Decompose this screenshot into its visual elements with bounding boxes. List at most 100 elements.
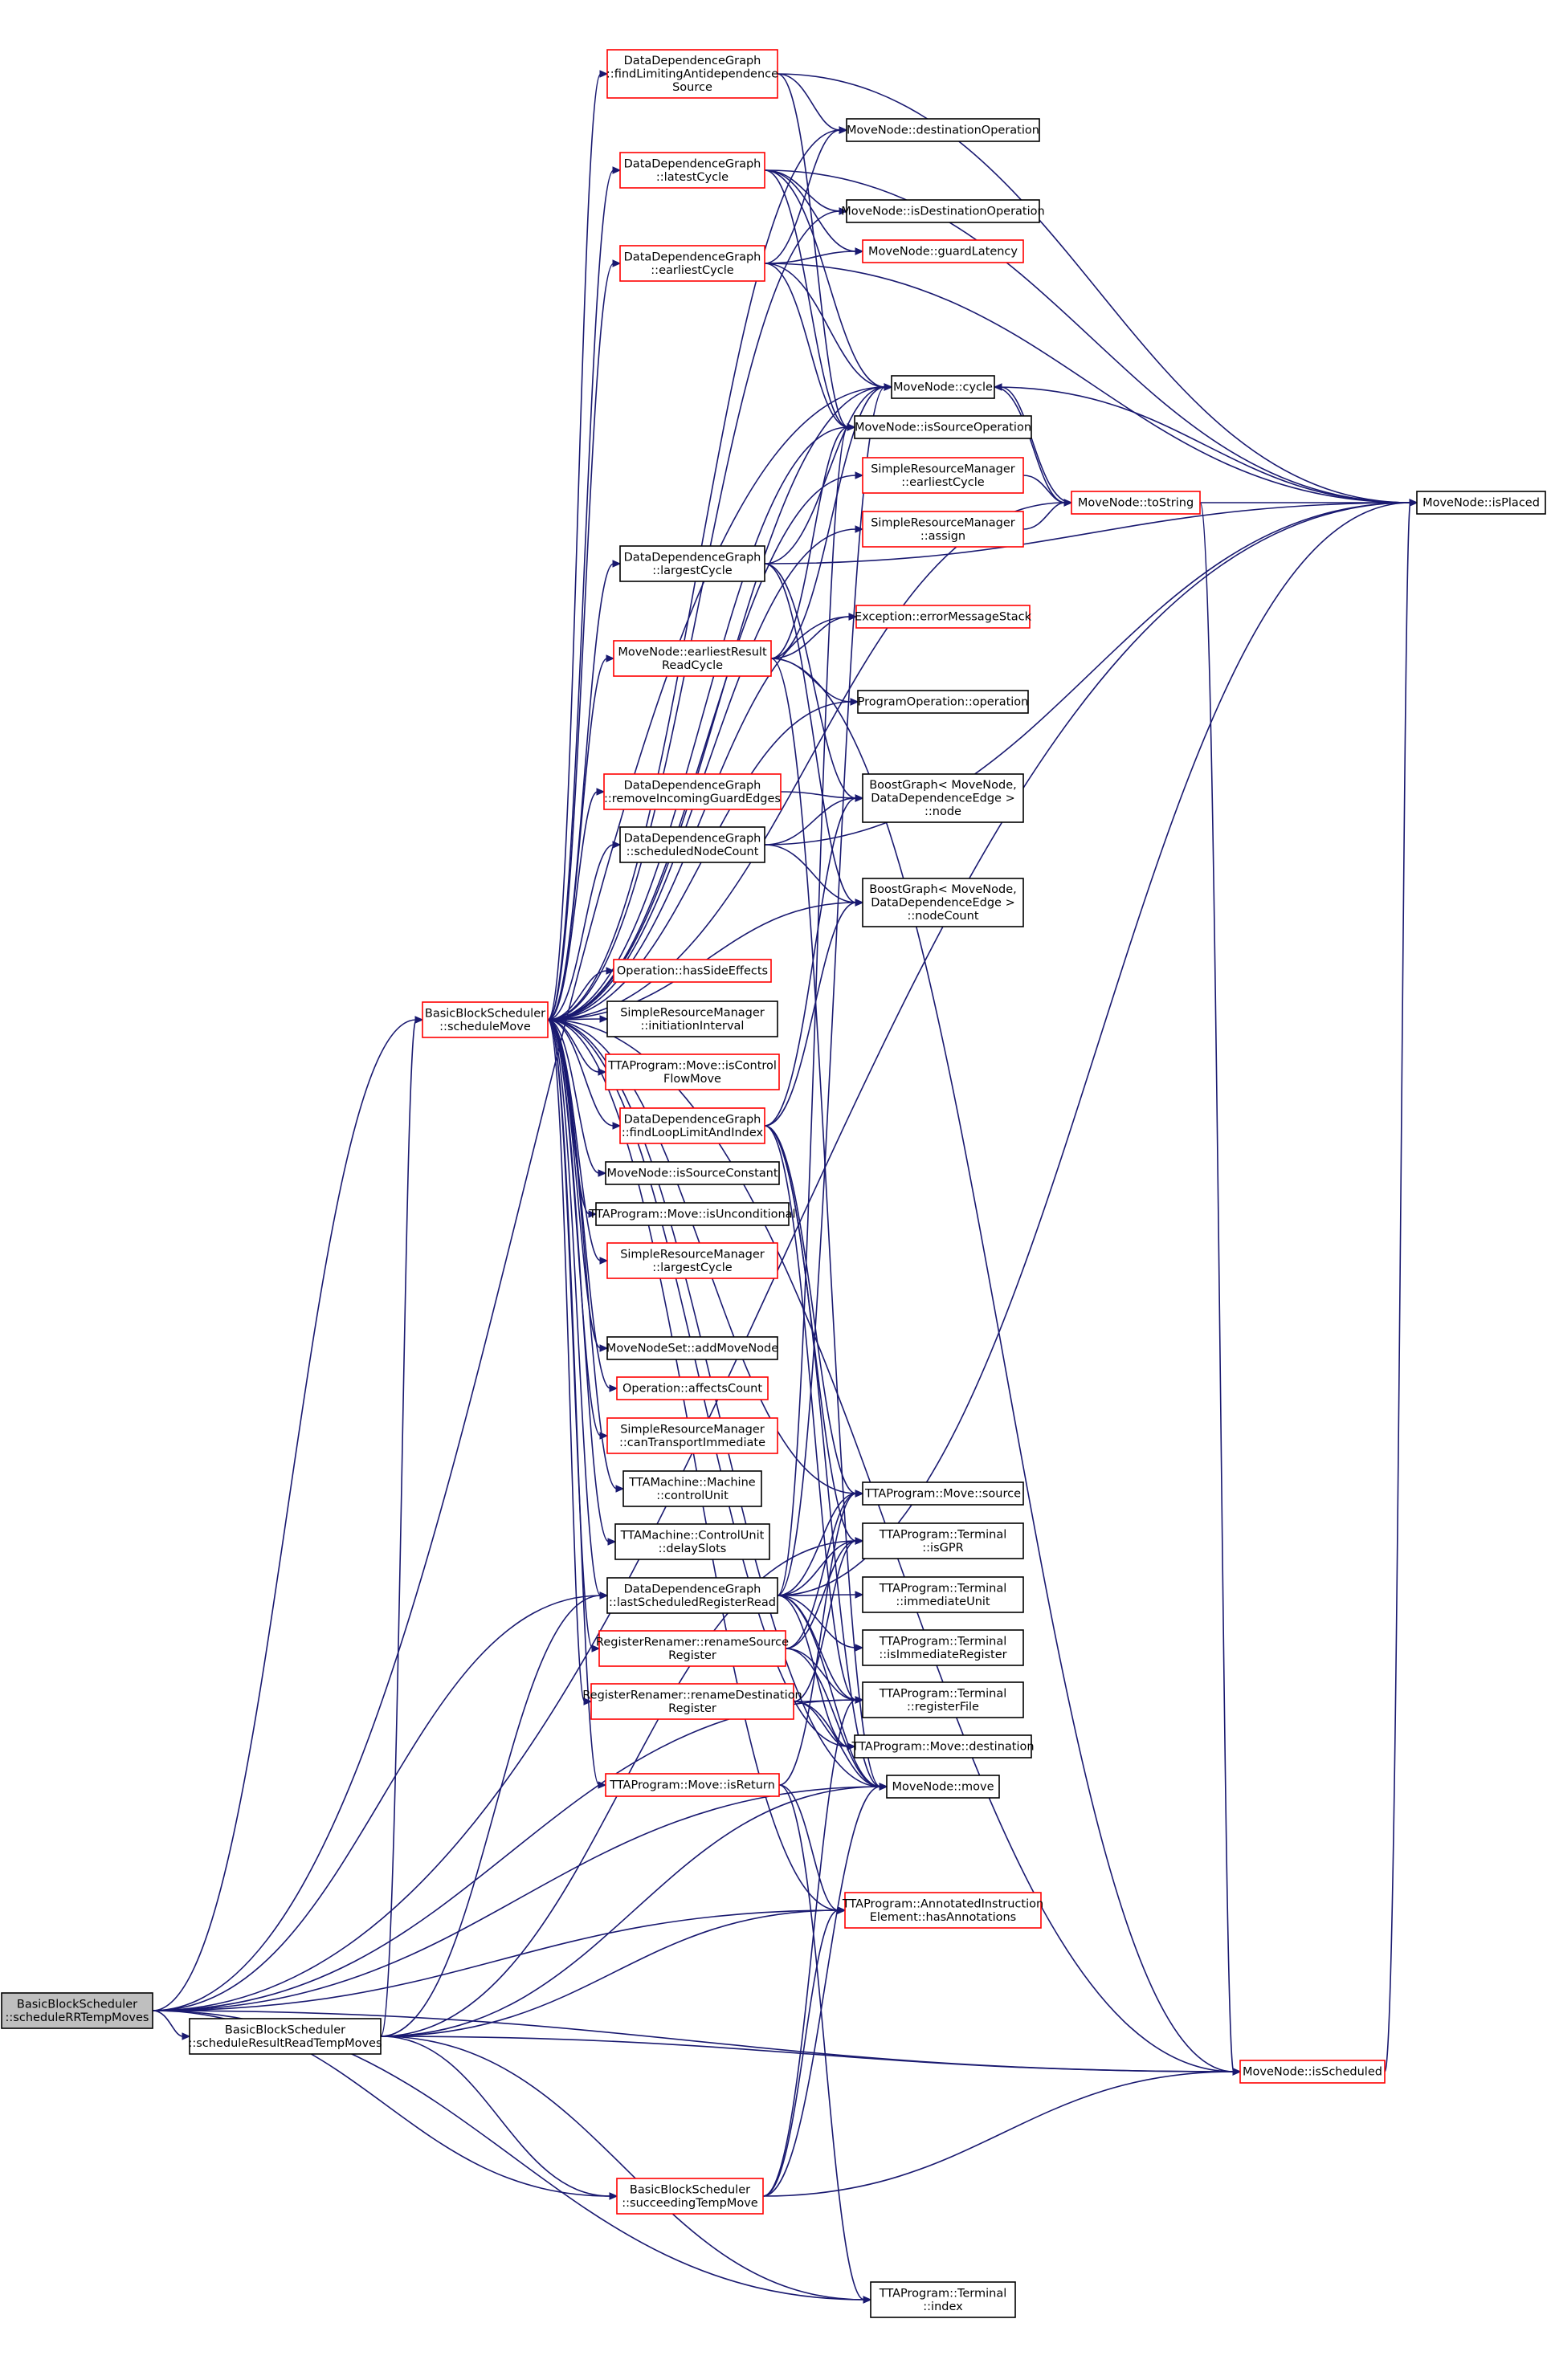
node-label-line: DataDependenceGraph <box>624 55 761 67</box>
node-ha[interactable]: TTAProgram::AnnotatedInstructionElement:… <box>842 1892 1043 1929</box>
edge-srtm-to-sm <box>380 1019 417 2037</box>
node-srmec[interactable]: SimpleResourceManager::earliestCycle <box>862 457 1024 494</box>
node-label-line: ::scheduleMove <box>439 1021 531 1033</box>
node-ts[interactable]: MoveNode::toString <box>1071 491 1201 515</box>
edge-lc-to-gl <box>764 169 857 252</box>
node-label-line: ReadCycle <box>662 659 723 672</box>
node-tiir[interactable]: TTAProgram::Terminal::isImmediateRegiste… <box>862 1629 1024 1666</box>
node-do[interactable]: MoveNode::destinationOperation <box>846 118 1040 142</box>
edge-sm-to-srmec <box>547 475 857 1021</box>
arrowhead-sm-to-srmii <box>599 1015 609 1023</box>
edge-rrdr-to-mm <box>793 1701 881 1787</box>
node-label-line: TTAProgram::Move::isReturn <box>609 1779 775 1792</box>
node-box <box>855 605 1031 629</box>
node-box <box>613 640 772 677</box>
edge-sm-to-fllai <box>547 1019 614 1127</box>
node-ac[interactable]: Operation::affectsCount <box>616 1376 769 1400</box>
node-label-line: ::scheduleResultReadTempMoves <box>188 2037 382 2050</box>
node-box <box>862 1629 1024 1666</box>
node-ido[interactable]: MoveNode::isDestinationOperation <box>841 199 1045 223</box>
edge-ec-to-ip <box>764 263 1411 503</box>
edge-snc-to-bgn <box>764 797 857 846</box>
node-box <box>622 1470 762 1507</box>
node-label-line: Operation::affectsCount <box>622 1383 762 1396</box>
edge-lgc-to-ip <box>764 502 1411 564</box>
node-tidx[interactable]: TTAProgram::Terminal::index <box>870 2281 1016 2318</box>
node-lc[interactable]: DataDependenceGraph::latestCycle <box>619 152 765 189</box>
edge-srtm-to-isch <box>380 2036 1235 2072</box>
node-md[interactable]: TTAProgram::Move::destination <box>851 1734 1035 1759</box>
node-ec[interactable]: DataDependenceGraph::earliestCycle <box>619 245 765 282</box>
edge-srma-to-ts <box>1022 502 1066 530</box>
node-label-line: ::succeedingTempMove <box>622 2197 758 2210</box>
node-rrdr[interactable]: RegisterRenamer::renameDestinationRegist… <box>582 1683 802 1720</box>
node-box <box>595 1202 790 1226</box>
edge-lgc-to-cyc <box>764 386 886 564</box>
edge-rrsr-to-tig <box>785 1540 857 1649</box>
node-srmii[interactable]: SimpleResourceManager::initiationInterva… <box>606 1000 778 1037</box>
node-lsrr[interactable]: DataDependenceGraph::lastScheduledRegist… <box>606 1577 778 1614</box>
node-fllai[interactable]: DataDependenceGraph::findLoopLimitAndInd… <box>619 1107 765 1144</box>
node-srtm[interactable]: BasicBlockScheduler::scheduleResultReadT… <box>188 2018 382 2055</box>
node-misc[interactable]: MoveNode::isSourceConstant <box>605 1161 780 1185</box>
edge-rrsr-to-trf <box>785 1648 857 1701</box>
node-box <box>603 773 782 810</box>
node-trf[interactable]: TTAProgram::Terminal::registerFile <box>862 1681 1024 1718</box>
arrowhead-rrdr-to-tig <box>855 1537 864 1545</box>
node-po[interactable]: ProgramOperation::operation <box>857 690 1029 714</box>
node-box <box>619 826 765 863</box>
node-cyc[interactable]: MoveNode::cycle <box>891 375 995 399</box>
node-iso[interactable]: MoveNode::isSourceOperation <box>854 415 1032 439</box>
node-label-line: MoveNode::isSourceOperation <box>855 422 1031 434</box>
edge-stm-to-mm <box>762 1786 881 2197</box>
node-sm[interactable]: BasicBlockScheduler::scheduleMove <box>422 1001 549 1038</box>
node-cuds[interactable]: TTAMachine::ControlUnit::delaySlots <box>614 1523 770 1560</box>
arrowhead-sm-to-rrdr <box>583 1697 593 1706</box>
node-bgn[interactable]: BoostGraph< MoveNode,DataDependenceEdge … <box>862 773 1024 823</box>
node-label-line: DataDependenceGraph <box>624 1113 761 1126</box>
node-lgc[interactable]: DataDependenceGraph::largestCycle <box>619 545 765 582</box>
node-ms[interactable]: TTAProgram::Move::source <box>862 1481 1024 1506</box>
edge-merr-to-mm <box>770 658 881 1787</box>
edge-lsrr-to-iso <box>777 426 849 1596</box>
node-mcu[interactable]: TTAMachine::Machine::controlUnit <box>622 1470 762 1507</box>
node-hse[interactable]: Operation::hasSideEffects <box>613 959 772 983</box>
node-bgnc[interactable]: BoostGraph< MoveNode,DataDependenceEdge … <box>862 878 1024 927</box>
node-snc[interactable]: DataDependenceGraph::scheduledNodeCount <box>619 826 765 863</box>
node-flas[interactable]: DataDependenceGraph::findLimitingAntidep… <box>606 49 778 99</box>
node-ems[interactable]: Exception::errorMessageStack <box>855 605 1032 629</box>
node-ir[interactable]: TTAProgram::Move::isReturn <box>605 1773 780 1797</box>
edge-cyc-to-ts <box>994 386 1066 503</box>
node-box <box>854 1734 1032 1759</box>
node-root[interactable]: BasicBlockScheduler::scheduleRRTempMoves <box>1 1992 153 2029</box>
arrowhead-srtm-to-sm <box>414 1016 424 1024</box>
node-box <box>1416 491 1546 515</box>
node-tiu[interactable]: TTAProgram::Terminal::immediateUnit <box>862 1576 1024 1613</box>
node-amn[interactable]: MoveNodeSet::addMoveNode <box>606 1336 778 1360</box>
node-box <box>844 1892 1042 1929</box>
arrowhead-sm-to-lgc <box>612 560 622 568</box>
node-label-line: Element::hasAnnotations <box>870 1911 1017 1924</box>
node-ip[interactable]: MoveNode::isPlaced <box>1416 491 1546 515</box>
node-rige[interactable]: DataDependenceGraph::removeIncomingGuard… <box>603 773 782 810</box>
edge-sm-to-misc <box>547 1019 600 1174</box>
node-iu[interactable]: TTAProgram::Move::isUnconditional <box>588 1202 796 1226</box>
edge-sm-to-ec <box>547 263 614 1021</box>
node-box <box>605 1773 780 1797</box>
node-srmlc[interactable]: SimpleResourceManager::largestCycle <box>606 1242 778 1279</box>
arrowhead-sm-to-misc <box>598 1169 607 1177</box>
edge-sm-to-lsrr <box>547 1019 602 1596</box>
arrowhead-sm-to-fllai <box>612 1122 622 1130</box>
node-stm[interactable]: BasicBlockScheduler::succeedingTempMove <box>616 2178 764 2215</box>
node-tig[interactable]: TTAProgram::Terminal::isGPR <box>862 1522 1024 1559</box>
node-ctim[interactable]: SimpleResourceManager::canTransportImmed… <box>606 1417 778 1454</box>
node-box <box>862 511 1024 548</box>
node-gl[interactable]: MoveNode::guardLatency <box>862 239 1024 263</box>
node-isch[interactable]: MoveNode::isScheduled <box>1239 2060 1386 2084</box>
edge-sm-to-flas <box>547 73 602 1021</box>
node-srma[interactable]: SimpleResourceManager::assign <box>862 511 1024 548</box>
node-mm[interactable]: MoveNode::move <box>886 1775 1000 1799</box>
